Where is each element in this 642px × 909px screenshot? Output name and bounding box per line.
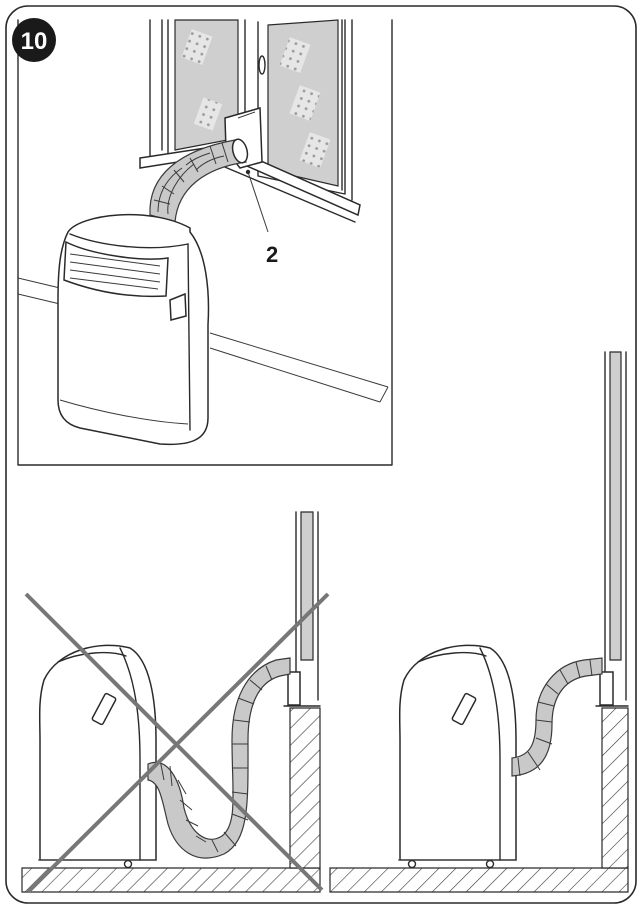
step-number: 10	[21, 28, 48, 55]
room-lines	[17, 277, 389, 403]
exhaust-hose-top	[149, 138, 249, 223]
callout: 2	[245, 169, 278, 267]
portable-unit-left	[38, 644, 157, 869]
portable-unit-right	[398, 644, 517, 869]
panel-incorrect	[21, 511, 330, 894]
callout-label: 2	[266, 242, 278, 267]
air-vents	[69, 253, 161, 290]
hose-low-loop	[147, 657, 291, 859]
panel-correct	[329, 351, 629, 893]
step-badge: 10	[12, 18, 56, 62]
hose-correct	[511, 657, 603, 777]
glass-pattern	[181, 29, 331, 168]
cross-mark	[24, 592, 330, 894]
top-panel: 10	[12, 18, 393, 466]
portable-unit-top	[57, 213, 210, 446]
